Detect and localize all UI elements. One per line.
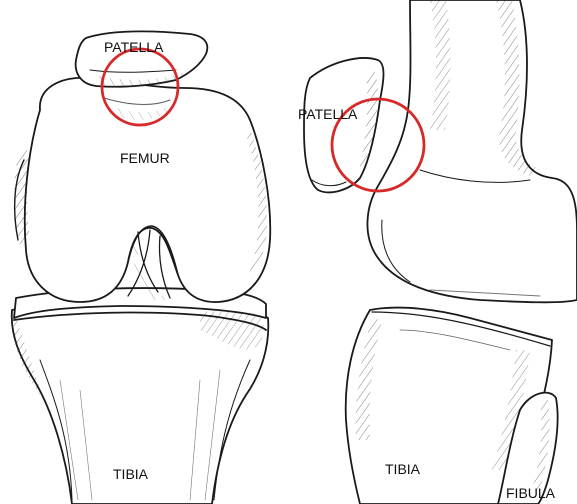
femur-label: FEMUR [120, 151, 170, 165]
front-view [12, 31, 271, 504]
side-femur-bone [367, 0, 577, 302]
front-tibia-label: TIBIA [113, 467, 148, 481]
fibula-label: FIBULA [506, 486, 555, 500]
side-patella-bone [304, 58, 384, 192]
side-patella-label: PATELLA [298, 107, 357, 121]
side-view [304, 0, 577, 504]
side-tibia-label: TIBIA [385, 462, 420, 476]
front-femur-bone [14, 78, 270, 302]
front-patella-label: PATELLA [104, 40, 163, 54]
